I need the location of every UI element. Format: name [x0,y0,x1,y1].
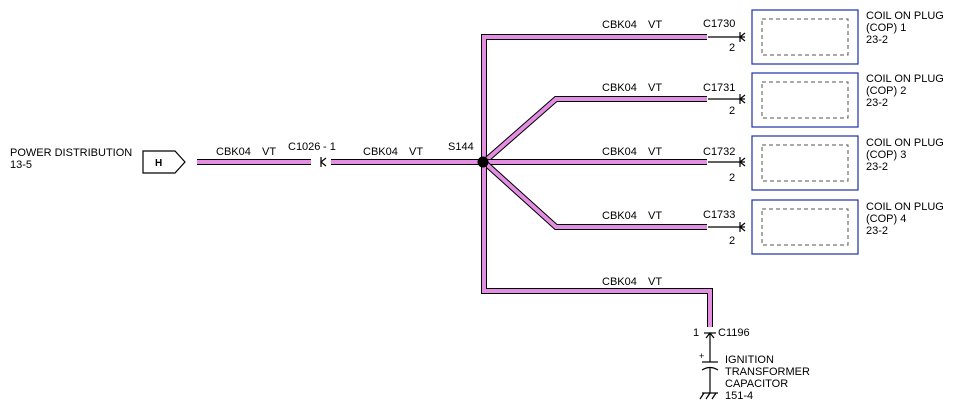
c1026-pin: - 1 [323,141,336,153]
power-distribution-page[interactable]: 13-5 [10,159,32,171]
cop2-name: COIL ON PLUG [866,73,944,85]
c1026-arrow-icon [320,157,327,167]
capacitor-name-1: IGNITION [725,354,774,366]
connector-c1731-label: C1731 [703,82,735,94]
wire-label-cop4: CBK04 [602,210,637,222]
connector-c1731-pin: 2 [729,105,735,117]
wire-color-cop3: VT [648,146,662,158]
cop1-name: COIL ON PLUG [866,10,944,22]
connector-c1732-label: C1732 [703,146,735,158]
wire-s144-to-c1733[interactable] [481,159,707,230]
c1732-arrow-icon [708,157,746,167]
power-distribution-label: POWER DISTRIBUTION [10,147,132,159]
c1733-arrow-icon [708,222,746,232]
wire-label-cop1: CBK04 [602,19,637,31]
capacitor-page[interactable]: 151-4 [725,390,753,402]
cop2-number: (COP) 2 [866,85,906,97]
coil-on-plug-2[interactable] [751,72,859,128]
c1026-label: C1026 [288,141,320,153]
wire-s144-to-c1731[interactable] [482,96,707,165]
connector-c1730-pin: 2 [729,42,735,54]
cop1-page[interactable]: 23-2 [866,34,888,46]
capacitor-name-2: TRANSFORMER [725,366,810,378]
wire-label-cop2: CBK04 [602,82,637,94]
wire-label-2: CBK04 [363,146,398,158]
coil-on-plug-4[interactable] [751,199,859,255]
cop3-name: COIL ON PLUG [866,137,944,149]
splice-label: S144 [448,141,474,153]
cop2-page[interactable]: 23-2 [866,97,888,109]
connector-c1196-label: C1196 [718,327,750,339]
c1196-arrow-icon [704,332,716,362]
connector-h[interactable]: H [142,150,186,174]
wire-color-cop4: VT [648,210,662,222]
connector-c1196-pin: 1 [693,327,699,339]
coil-on-plug-3[interactable] [751,135,859,191]
connector-c1732-pin: 2 [729,172,735,184]
ground-icon [699,392,718,400]
wire-s144-to-c1730[interactable] [481,34,707,162]
wire-color-2: VT [409,146,423,158]
wire-label-cop3: CBK04 [602,146,637,158]
cop4-name: COIL ON PLUG [866,201,944,213]
cop3-number: (COP) 3 [866,149,906,161]
splice-s144[interactable] [477,156,489,168]
cop4-page[interactable]: 23-2 [866,225,888,237]
c1731-arrow-icon [708,94,746,104]
c1730-arrow-icon [708,32,746,42]
capacitor-symbol-icon[interactable]: + [699,351,719,393]
connector-c1733-pin: 2 [729,235,735,247]
cop1-number: (COP) 1 [866,22,906,34]
wire-color-cop1: VT [648,19,662,31]
cop3-page[interactable]: 23-2 [866,161,888,173]
wire-label-1: CBK04 [216,146,251,158]
wire-color-capacitor: VT [648,276,662,288]
connector-c1730-label: C1730 [703,18,735,30]
capacitor-plus-mark: + [699,351,704,361]
wire-s144-to-c1196[interactable] [481,162,713,327]
wire-color-1: VT [262,146,276,158]
cop4-number: (COP) 4 [866,213,906,225]
wire-color-cop2: VT [648,82,662,94]
wire-label-capacitor: CBK04 [602,276,637,288]
coil-on-plug-1[interactable] [751,9,859,65]
capacitor-name-3: CAPACITOR [725,378,788,390]
connector-c1733-label: C1733 [703,209,735,221]
connector-h-label: H [155,158,162,169]
